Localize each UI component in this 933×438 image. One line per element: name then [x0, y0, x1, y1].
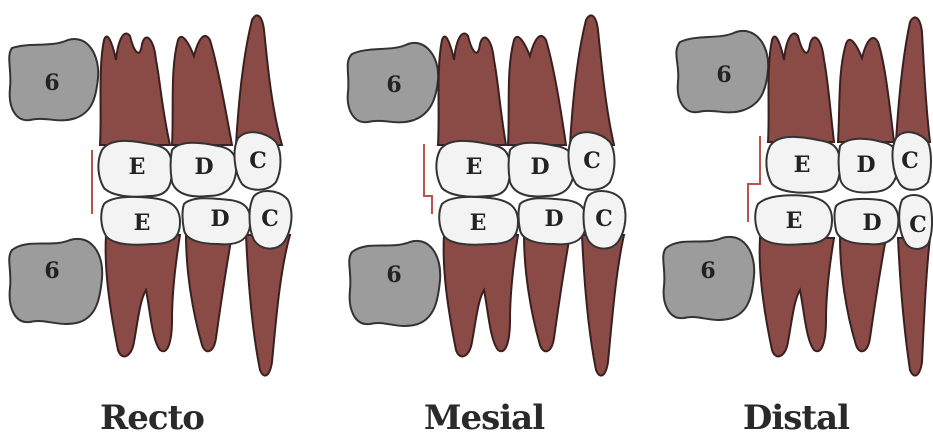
panel-title-recto: Recto	[52, 398, 252, 438]
upper-tooth-c-label: C	[249, 148, 267, 174]
upper-permanent-molar: 6	[9, 39, 98, 120]
lower-tooth-c-label: C	[909, 212, 927, 238]
upper-tooth-d-label: D	[856, 152, 875, 178]
lower-roots	[444, 235, 624, 376]
lower-permanent-molar: 6	[663, 237, 754, 320]
panel-mesial: 6 6 E D C E D C	[348, 15, 626, 375]
lower-tooth-d-label: D	[544, 206, 563, 232]
upper-tooth-d-label: D	[530, 154, 549, 180]
lower-tooth-c-label: C	[595, 206, 613, 232]
upper-permanent-molar: 6	[348, 43, 438, 122]
lower-permanent-molar: 6	[349, 241, 440, 326]
upper-tooth-c-label: C	[583, 148, 601, 174]
upper-tooth-e-label: E	[466, 154, 483, 180]
upper-roots	[768, 17, 930, 142]
upper-molar-label: 6	[44, 70, 59, 96]
lower-tooth-c-label: C	[261, 206, 279, 232]
upper-tooth-e-label: E	[794, 152, 811, 178]
upper-tooth-e-label: E	[129, 154, 146, 180]
lower-roots	[106, 235, 290, 376]
upper-molar-label: 6	[386, 72, 401, 98]
upper-tooth-c-label: C	[901, 148, 919, 174]
upper-tooth-d-label: D	[194, 154, 213, 180]
panel-title-mesial: Mesial	[384, 398, 584, 438]
lower-tooth-e-label: E	[134, 210, 151, 236]
lower-molar-label: 6	[386, 262, 401, 288]
upper-permanent-molar: 6	[676, 31, 768, 112]
lower-tooth-e-label: E	[786, 208, 803, 234]
panel-title-distal: Distal	[696, 398, 896, 438]
upper-roots	[438, 15, 614, 145]
lower-tooth-d-label: D	[862, 210, 881, 236]
lower-roots	[760, 238, 930, 376]
lower-molar-label: 6	[700, 258, 715, 284]
upper-molar-label: 6	[716, 62, 731, 88]
panel-distal: 6 6 E D C E D C	[663, 17, 932, 375]
lower-molar-label: 6	[44, 258, 59, 284]
lower-tooth-e-label: E	[470, 210, 487, 236]
upper-roots	[100, 15, 282, 145]
lower-tooth-d-label: D	[210, 206, 229, 232]
lower-permanent-molar: 6	[9, 239, 102, 324]
panel-recto: 6 6 E D	[9, 15, 291, 375]
terminal-plane-line	[424, 144, 432, 214]
